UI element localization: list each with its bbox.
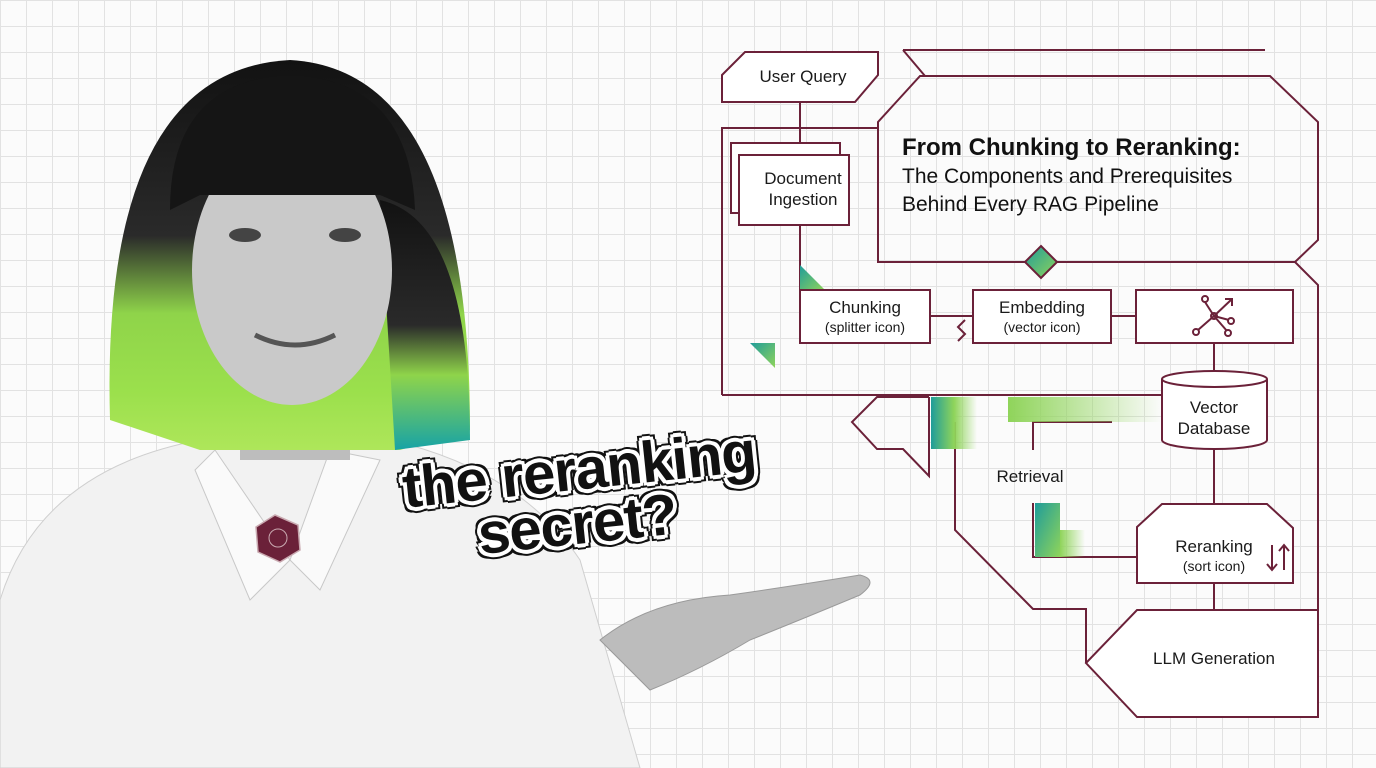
eye-right xyxy=(329,228,361,242)
gradient-accent xyxy=(931,397,977,449)
diagram-subtitle: The Components and Prerequisites xyxy=(902,165,1232,188)
user-query-node xyxy=(721,51,879,103)
gradient-accent xyxy=(800,265,825,290)
title-frame xyxy=(877,75,1319,263)
llm-generation-node xyxy=(1084,609,1319,718)
embedding-node xyxy=(972,289,1112,344)
doc-ingestion-label: Document xyxy=(764,169,842,188)
network-vector-icon xyxy=(1192,295,1235,337)
embedding-label: Embedding xyxy=(999,298,1085,317)
chunking-label: Chunking xyxy=(829,298,901,317)
gradient-accent xyxy=(1008,397,1162,422)
retrieval-label: Retrieval xyxy=(996,467,1063,486)
bangs xyxy=(170,75,415,210)
collar xyxy=(194,449,381,601)
doc-ingestion-label: Ingestion xyxy=(769,190,838,209)
gradient-accent xyxy=(1060,530,1085,557)
vector-database-node xyxy=(1161,379,1268,450)
sort-arrows-icon xyxy=(1266,543,1290,572)
vector-db-label: Vector xyxy=(1190,398,1239,417)
reranking-sublabel: (sort icon) xyxy=(1183,558,1245,574)
vector-db-label: Database xyxy=(1178,419,1251,438)
embedding-sublabel: (vector icon) xyxy=(1003,319,1080,335)
eye-left xyxy=(229,228,261,242)
chunking-node xyxy=(799,289,931,344)
user-query-label: User Query xyxy=(760,67,847,86)
hair-right xyxy=(380,200,470,450)
gradient-accent xyxy=(1035,503,1060,557)
chunking-sublabel: (splitter icon) xyxy=(825,319,905,335)
reranking-node xyxy=(1136,503,1294,584)
rose-pin-icon xyxy=(255,514,301,563)
reranking-label: Reranking xyxy=(1175,537,1253,556)
diagram-title: From Chunking to Reranking: xyxy=(902,134,1241,161)
mouth xyxy=(253,332,337,348)
gradient-accent xyxy=(750,343,775,368)
connector xyxy=(902,49,926,77)
hand xyxy=(599,574,871,691)
llm-generation-label: LLM Generation xyxy=(1153,649,1275,668)
face xyxy=(192,135,392,405)
diagram-subtitle: Behind Every RAG Pipeline xyxy=(902,193,1159,216)
doc-ingestion-node xyxy=(738,154,850,226)
decision-diamond xyxy=(1023,244,1059,280)
